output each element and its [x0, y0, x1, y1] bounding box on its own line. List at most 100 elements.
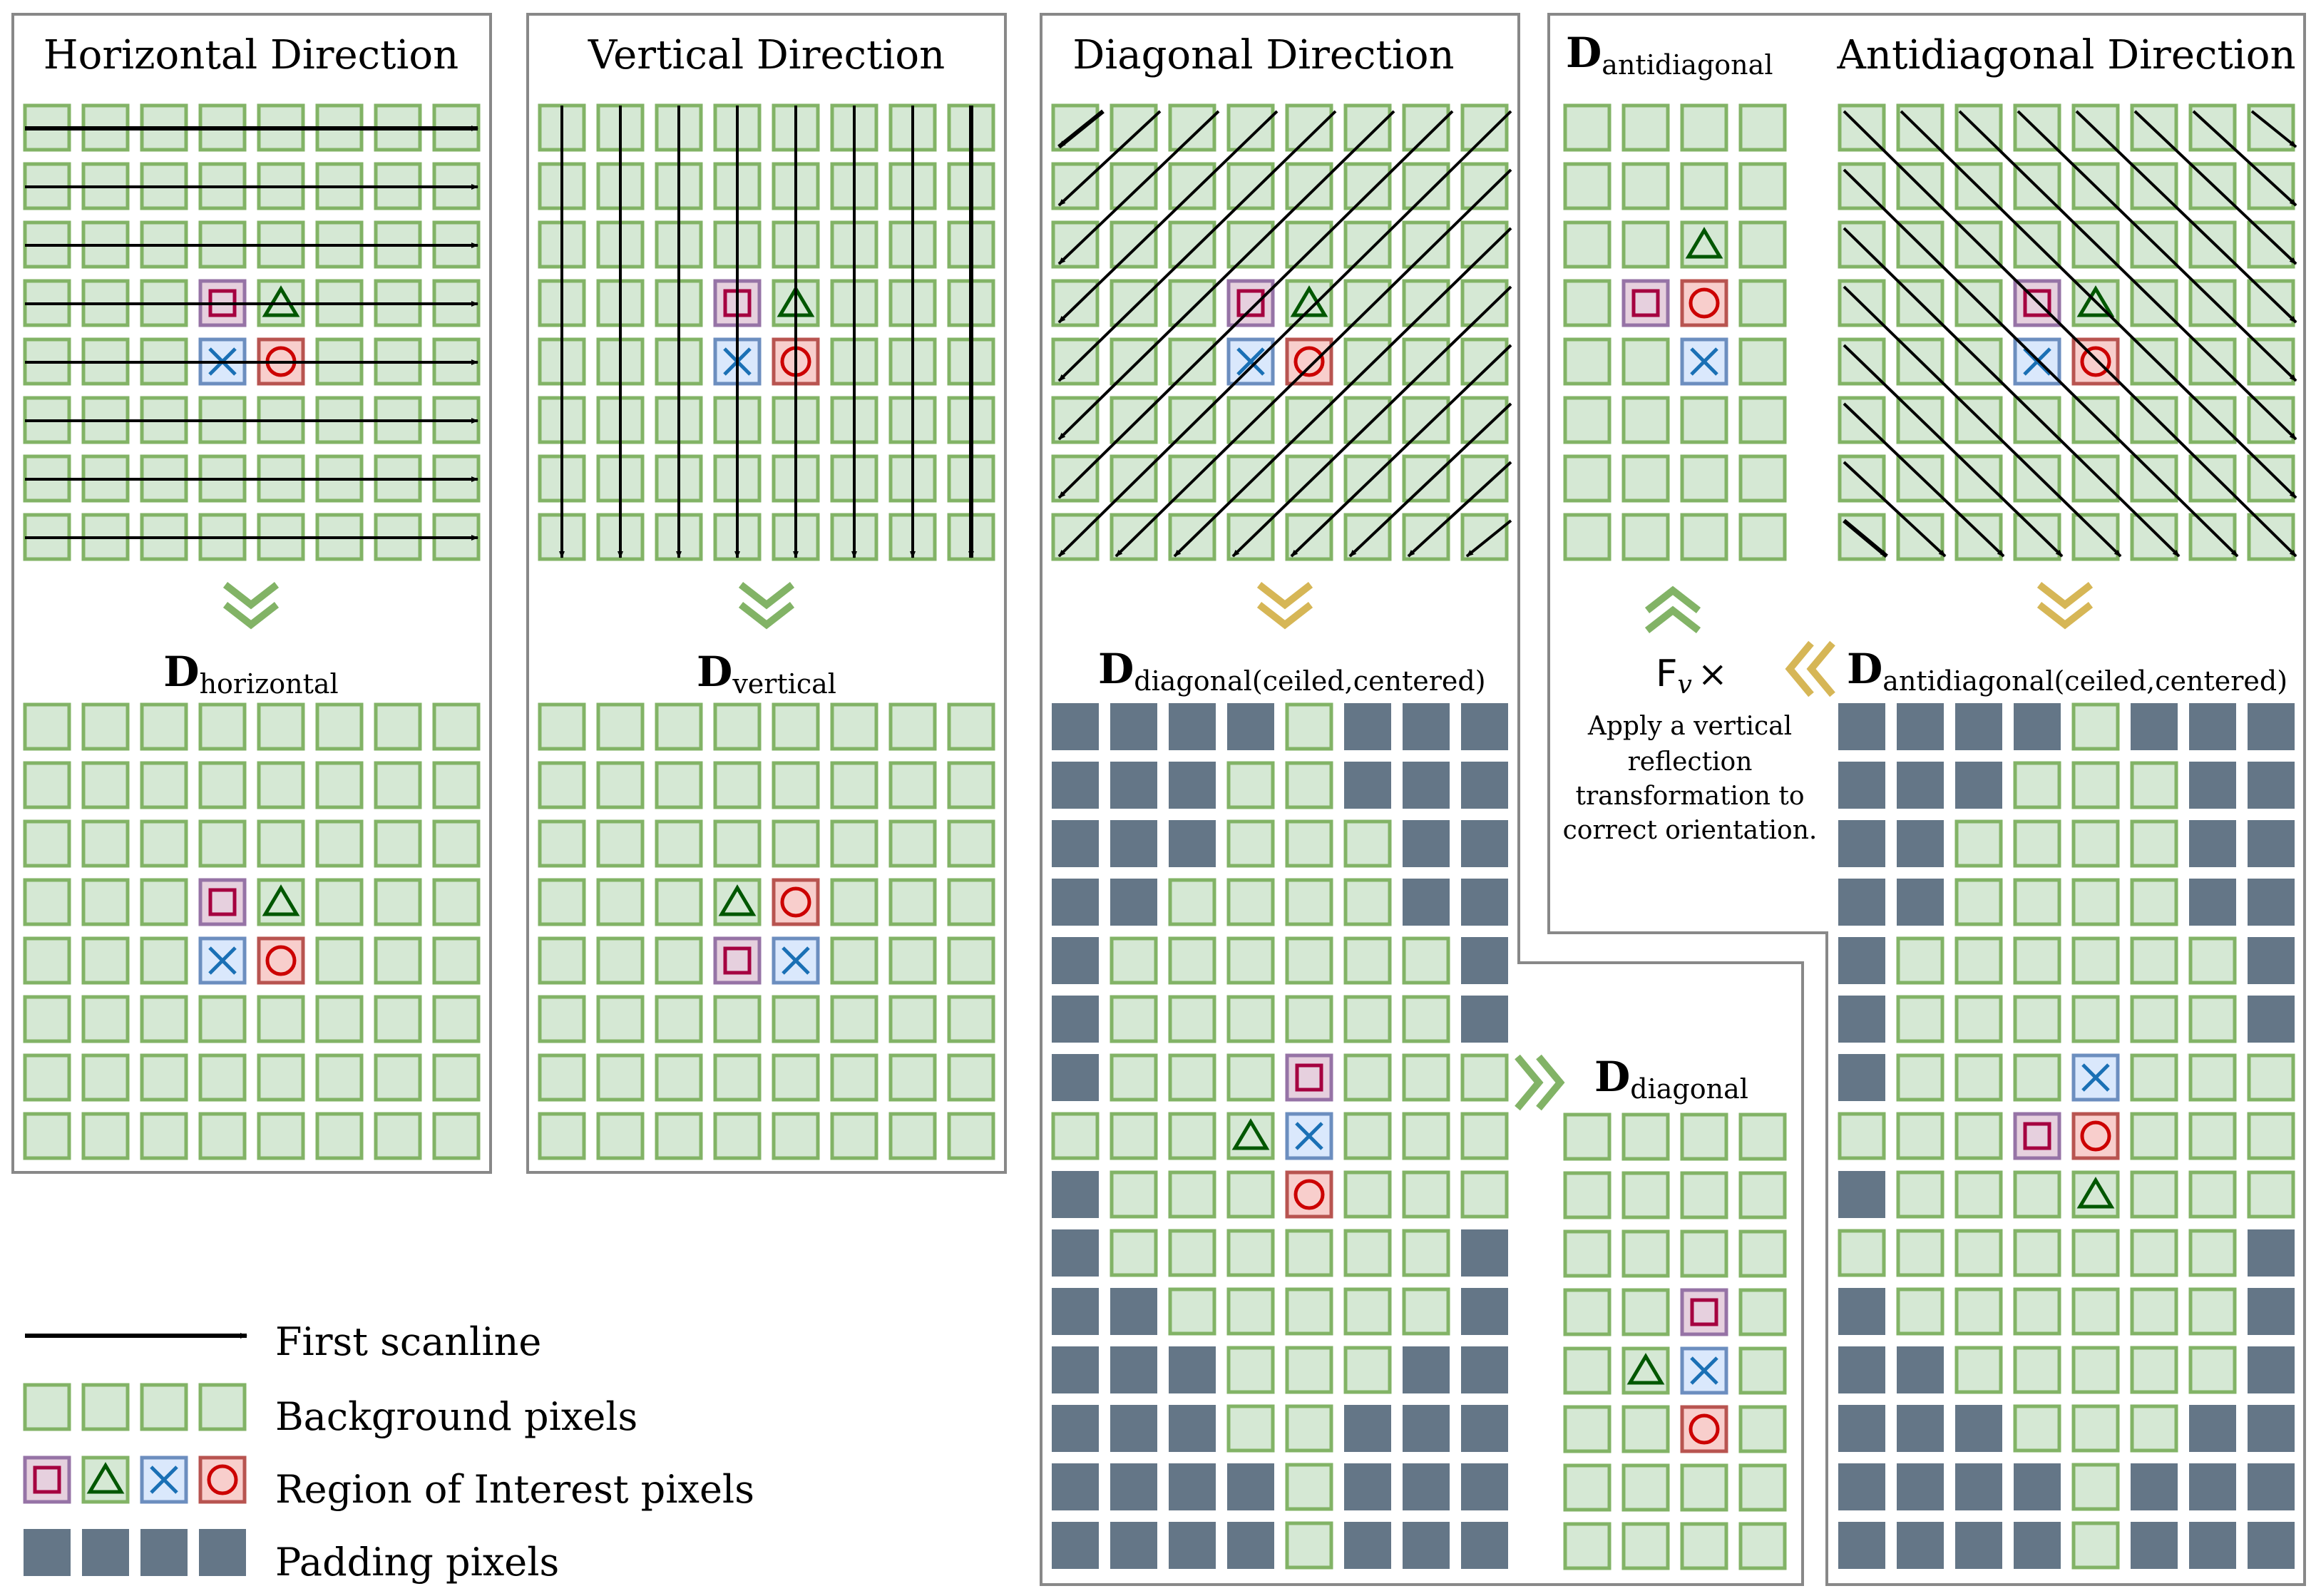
background-pixel	[1621, 513, 1670, 561]
background-pixel	[2071, 761, 2120, 809]
background-pixel	[1460, 454, 1509, 503]
fv-operator-label: Fv×	[1655, 653, 1728, 700]
antidiagonal-scanline	[2075, 110, 2297, 324]
background-pixel	[2071, 819, 2120, 868]
background-pixel	[140, 1383, 188, 1431]
cross-mark-icon	[1236, 347, 1265, 376]
background-pixel	[1285, 936, 1333, 985]
background-pixel	[23, 878, 71, 926]
background-pixel	[1954, 995, 2003, 1043]
background-pixel	[2013, 396, 2061, 444]
background-pixel	[888, 702, 937, 751]
legend-background-label: Background pixels	[275, 1394, 637, 1439]
background-pixel	[830, 761, 878, 809]
background-pixel	[432, 1112, 481, 1160]
legend-roi-swatch	[23, 1456, 247, 1504]
padding-pixel	[1461, 879, 1508, 926]
padding-pixel	[2014, 1463, 2061, 1510]
antidiagonal-scanline	[2250, 110, 2297, 148]
roi-pixel	[1285, 1112, 1333, 1160]
diagonal-input-grid	[1051, 103, 1509, 561]
triangle-mark-icon	[2076, 1177, 2115, 1209]
circle-mark-icon	[1689, 287, 1720, 319]
padding-pixel	[1403, 703, 1450, 750]
padding-pixel	[1897, 1522, 1944, 1569]
background-pixel	[2013, 878, 2061, 926]
background-pixel	[2071, 454, 2120, 503]
background-pixel	[1168, 1287, 1216, 1336]
triangle-mark-icon	[1685, 227, 1723, 259]
roi-pixel	[257, 936, 305, 985]
background-pixel	[1168, 454, 1216, 503]
padding-pixel	[1838, 762, 1885, 809]
background-pixel	[432, 936, 481, 985]
roi-pixel	[1285, 337, 1333, 386]
d-horizontal-label: Dhorizontal	[163, 648, 338, 700]
background-pixel	[1954, 1346, 2003, 1394]
antidiagonal-input-grid	[1838, 103, 2295, 561]
background-pixel	[1460, 279, 1509, 327]
padding-pixel	[2014, 703, 2061, 750]
background-pixel	[374, 878, 422, 926]
padding-pixel	[1344, 1522, 1391, 1569]
padding-pixel	[1461, 1346, 1508, 1393]
background-pixel	[1285, 819, 1333, 868]
background-pixel	[1110, 103, 1158, 152]
background-pixel	[1402, 162, 1450, 210]
roi-pixel	[1226, 337, 1275, 386]
background-pixel	[2130, 337, 2178, 386]
roi-pixel	[772, 878, 820, 926]
background-pixel	[198, 1383, 247, 1431]
background-pixel	[2071, 1521, 2120, 1570]
background-pixel	[2013, 1346, 2061, 1394]
background-pixel	[596, 878, 645, 926]
background-pixel	[1954, 819, 2003, 868]
cross-mark-icon	[1690, 347, 1718, 376]
diagonal-scanline	[1465, 519, 1512, 558]
horizontal-direction-title: Horizontal Direction	[43, 32, 458, 78]
background-pixel	[374, 936, 422, 985]
padding-pixel	[1052, 996, 1099, 1043]
padding-pixel	[1052, 820, 1099, 867]
padding-pixel	[1110, 1405, 1157, 1452]
padding-pixel	[1403, 1405, 1450, 1452]
background-pixel	[1954, 513, 2003, 561]
padding-pixel	[2189, 1463, 2236, 1510]
background-pixel	[1226, 936, 1275, 985]
background-pixel	[2188, 454, 2237, 503]
padding-pixel	[2248, 703, 2295, 750]
padding-pixel	[1955, 1463, 2002, 1510]
d-symbol: D	[1566, 29, 1602, 77]
background-pixel	[1838, 1229, 1886, 1277]
diagonal-scanlines	[1057, 109, 1512, 558]
vertical-panel-frame	[526, 13, 1007, 1174]
background-pixel	[1738, 1171, 1787, 1219]
triangle-mark-icon	[262, 285, 300, 317]
background-pixel	[2247, 337, 2295, 386]
background-pixel	[2013, 1053, 2061, 1102]
background-pixel	[772, 1053, 820, 1102]
background-pixel	[947, 761, 995, 809]
padding-pixel	[1344, 1405, 1391, 1452]
background-pixel	[140, 819, 188, 868]
left-chevron-icon	[1785, 640, 1835, 697]
background-pixel	[315, 1053, 364, 1102]
background-pixel	[1285, 103, 1333, 152]
padding-pixel	[1897, 703, 1944, 750]
antidiagonal-scanline	[1843, 227, 2181, 558]
background-pixel	[1168, 337, 1216, 386]
background-pixel	[1343, 279, 1392, 327]
padding-pixel	[2248, 1522, 2295, 1569]
background-pixel	[1051, 454, 1100, 503]
roi-pixel	[1226, 279, 1275, 327]
background-pixel	[1896, 995, 1944, 1043]
background-pixel	[1402, 337, 1450, 386]
background-pixel	[2071, 1346, 2120, 1394]
cross-mark-icon	[2081, 1063, 2110, 1092]
background-pixel	[1954, 878, 2003, 926]
background-pixel	[2013, 454, 2061, 503]
background-pixel	[1285, 761, 1333, 809]
background-pixel	[315, 1112, 364, 1160]
padding-pixel	[1227, 1463, 1274, 1510]
background-pixel	[1110, 279, 1158, 327]
